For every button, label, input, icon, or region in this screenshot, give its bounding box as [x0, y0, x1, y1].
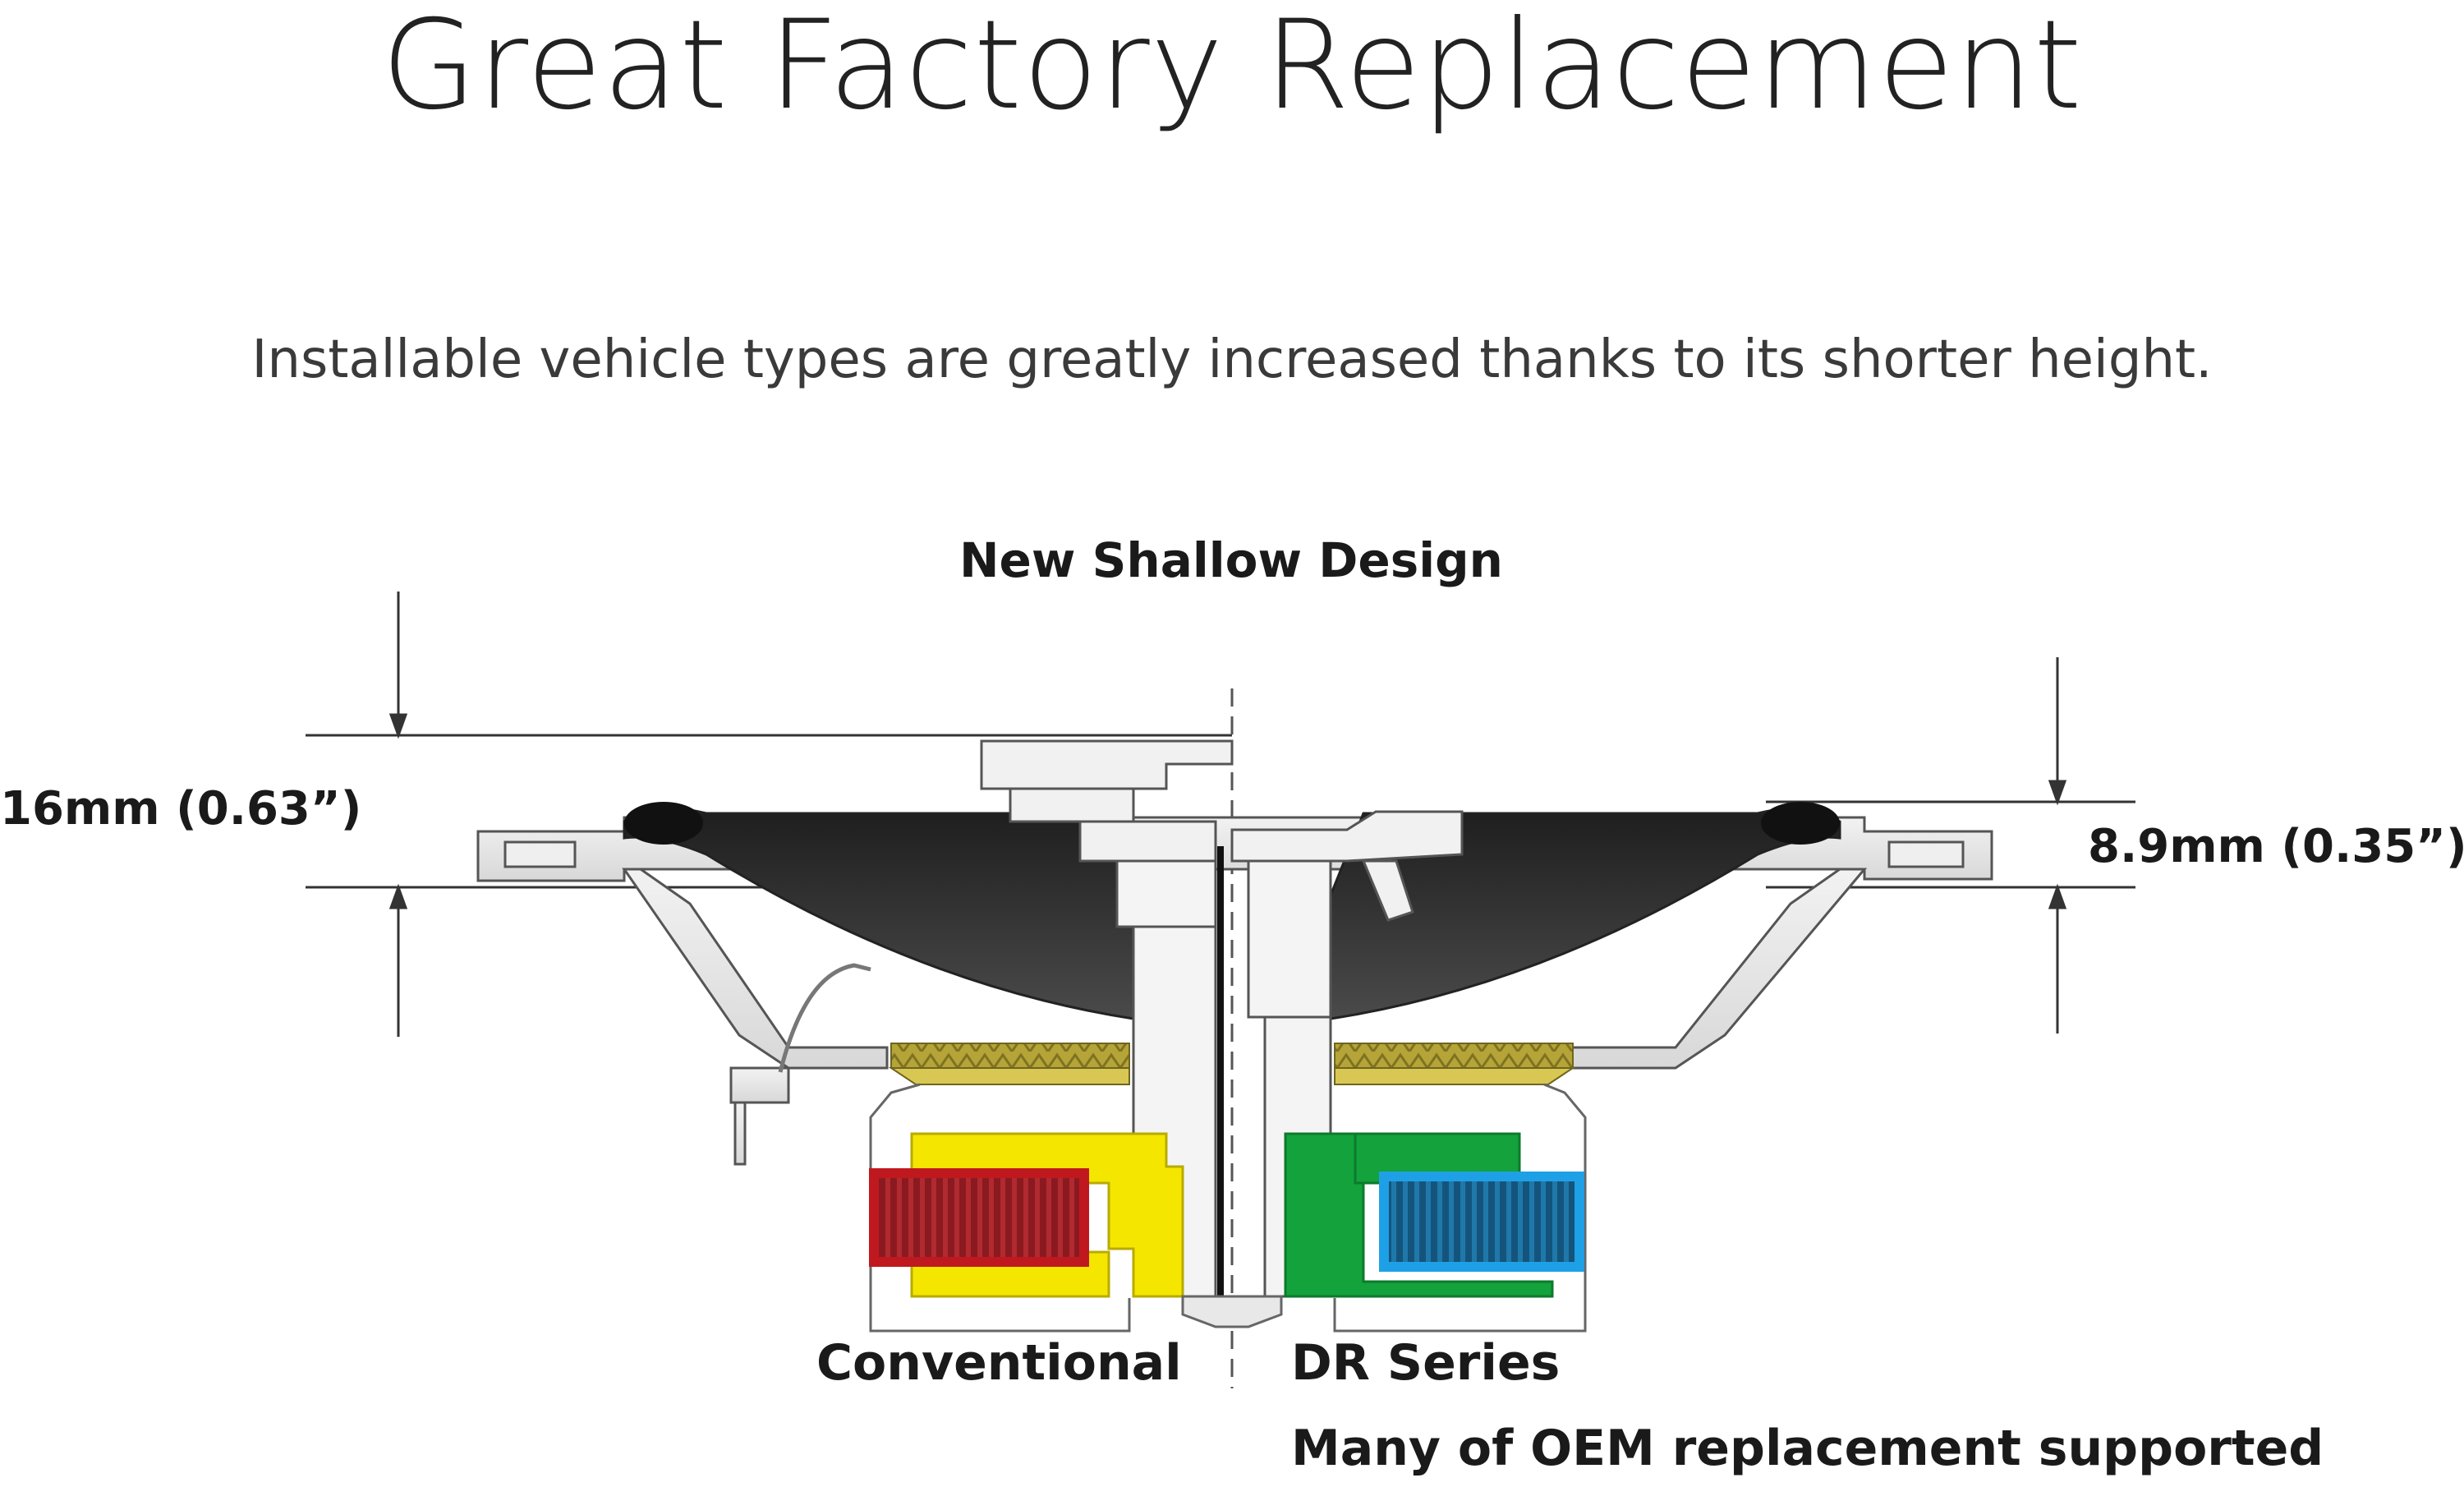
dr-series-label: DR Series	[1291, 1334, 1561, 1392]
dr-series-motor	[1284, 1132, 1584, 1298]
spider-left	[890, 1043, 1130, 1069]
conventional-height-label: 16mm (0.63”)	[0, 782, 362, 836]
speaker-frame	[476, 816, 1993, 1166]
page-title: Great Factory Replacement	[381, 0, 2083, 137]
bottom-plate	[1181, 1295, 1283, 1328]
right-dimension-lines	[1766, 657, 2135, 1034]
conventional-magnet	[869, 1168, 1089, 1267]
dr-series-height-label: 8.9mm (0.35”)	[2088, 820, 2464, 873]
oem-caption: Many of OEM replacement supported	[1291, 1420, 2324, 1477]
dr-series-magnet	[1379, 1172, 1584, 1272]
conventional-label: Conventional	[816, 1334, 1182, 1392]
diagram-title: New Shallow Design	[959, 532, 1503, 588]
dr-series-tweeter	[1230, 810, 1464, 922]
left-dimension-lines	[306, 592, 1232, 1037]
speaker-cone	[623, 802, 1841, 1020]
conventional-motor	[869, 1132, 1184, 1298]
page-subtitle: Installable vehicle types are greatly in…	[251, 329, 2213, 390]
spider-right	[1334, 1043, 1574, 1069]
